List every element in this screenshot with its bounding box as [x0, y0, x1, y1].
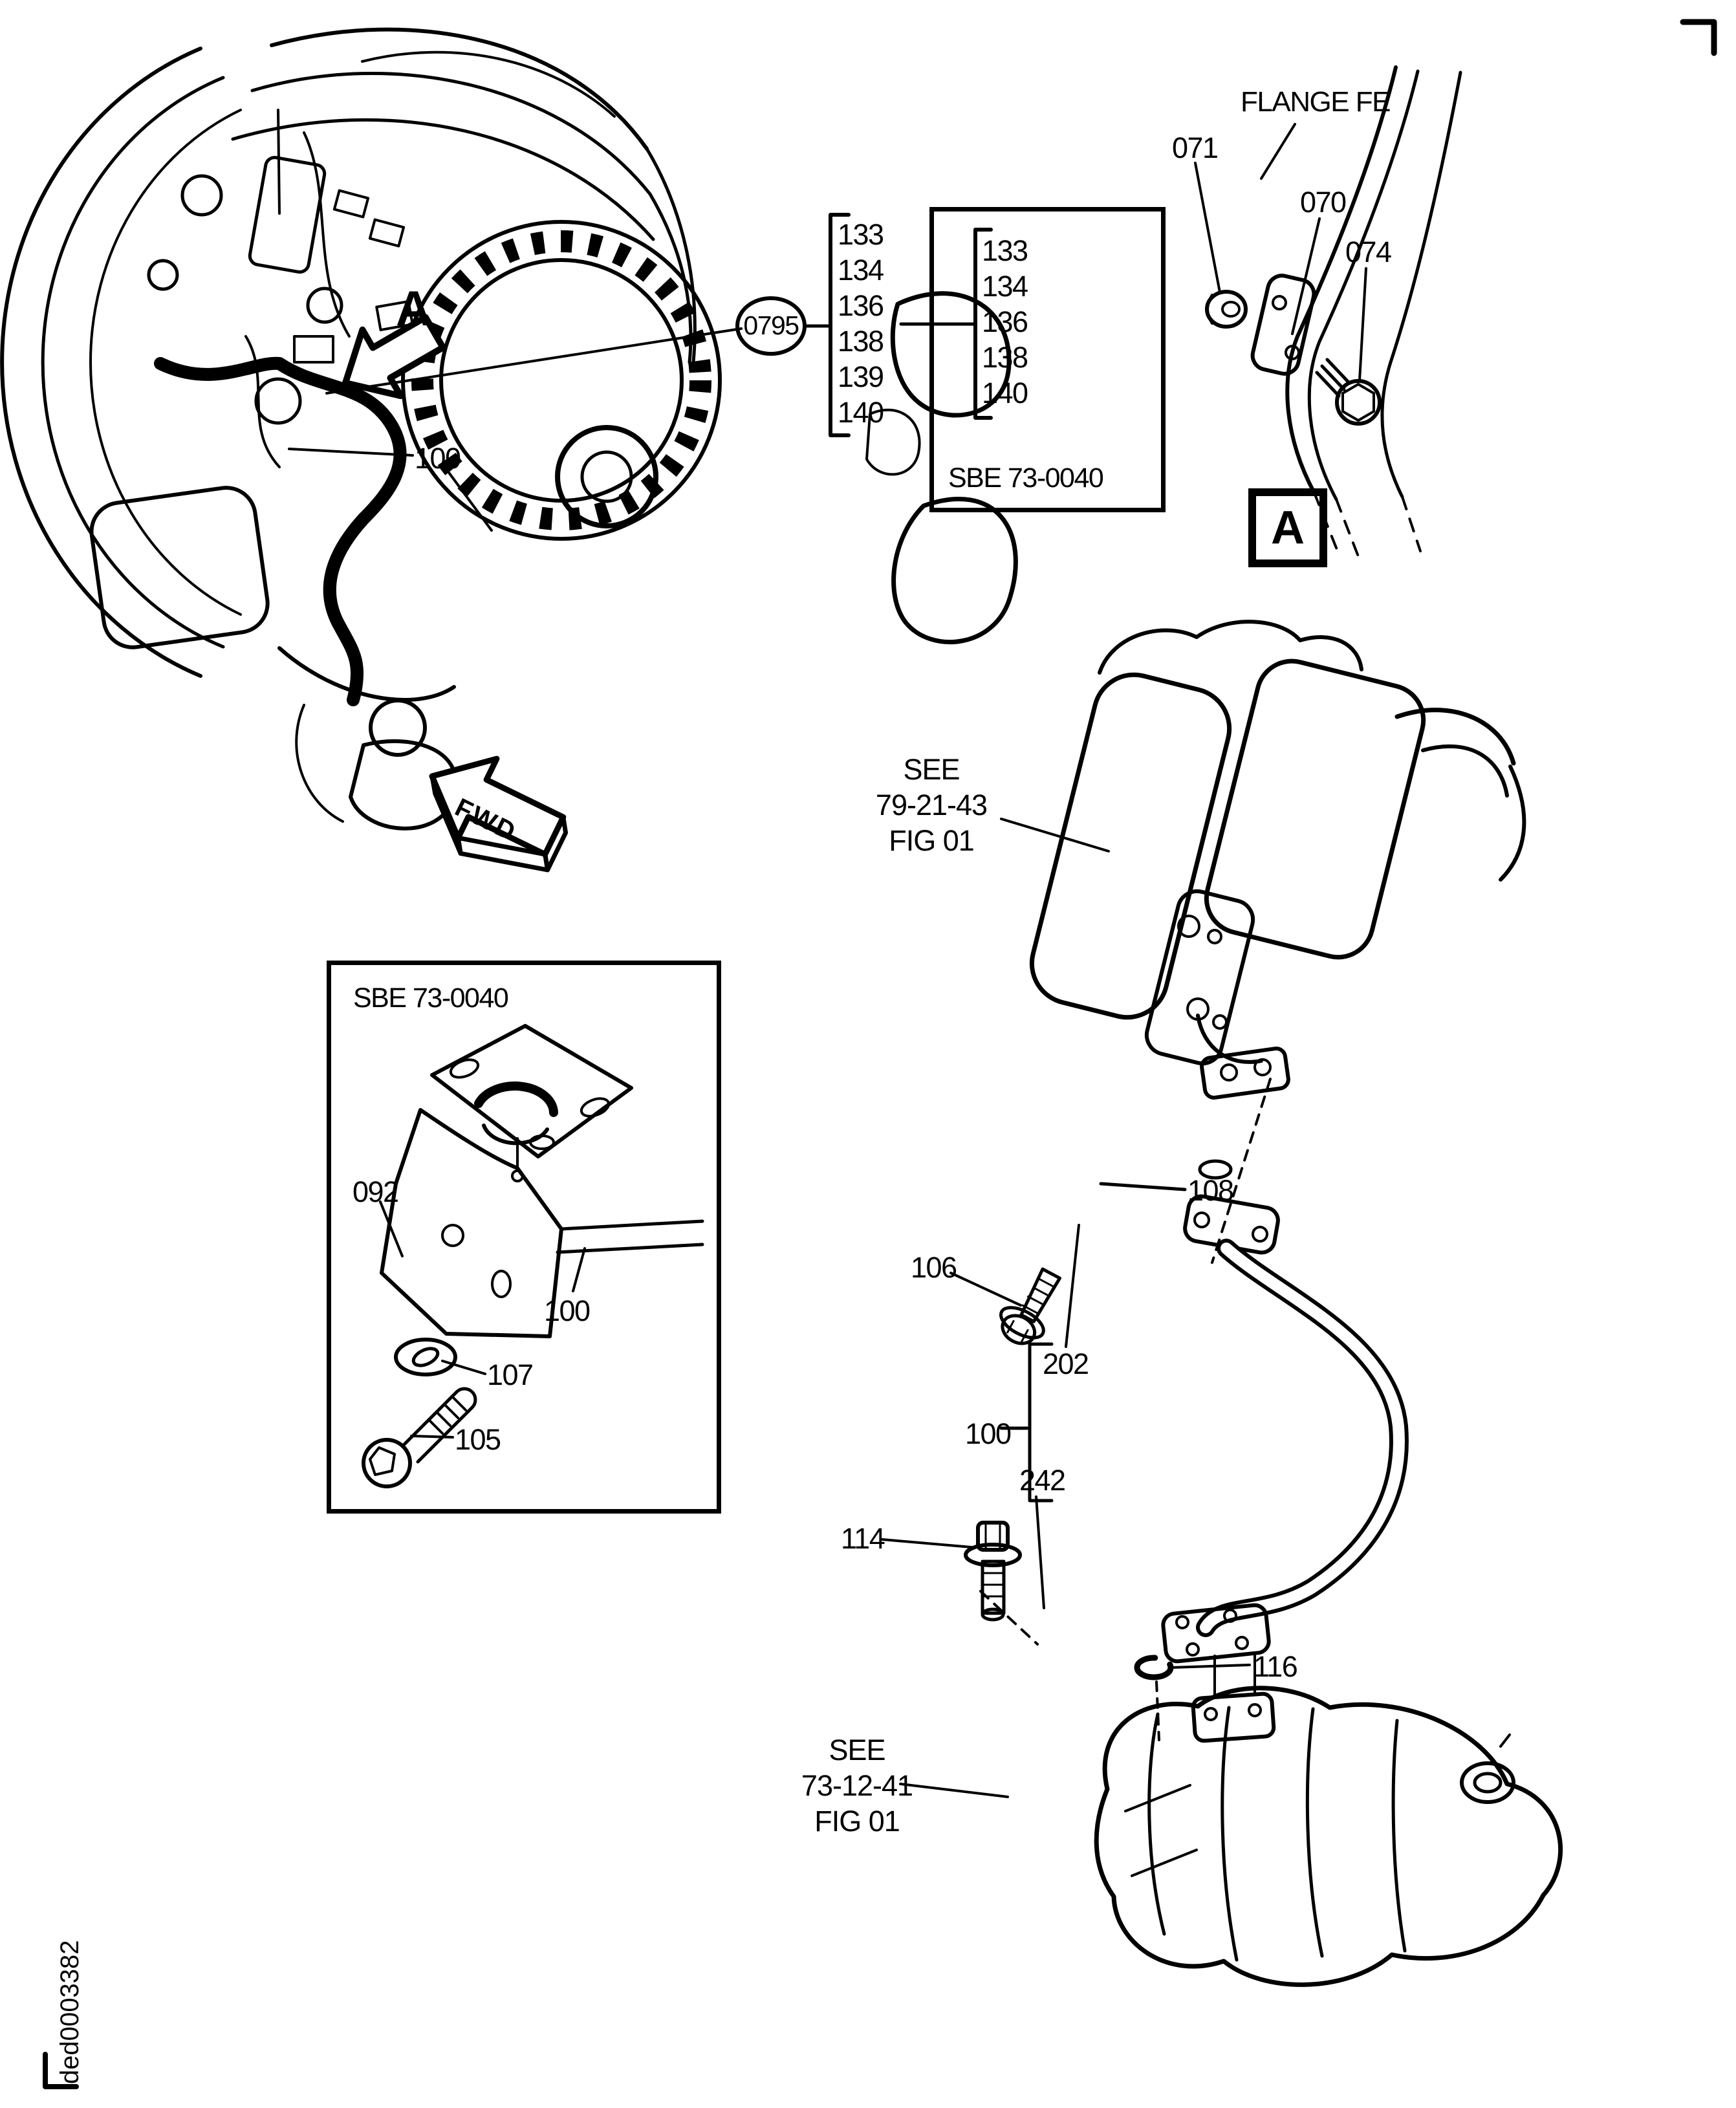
left-box-code: SBE 73-0040	[353, 983, 509, 1014]
inner-list-item: 134	[982, 269, 1028, 303]
bolt-106	[999, 1267, 1061, 1345]
callout-105: 105	[455, 1423, 501, 1456]
washer-107	[394, 1338, 457, 1376]
lower-component-drawing	[899, 1652, 1563, 1987]
snap-ring-116	[1134, 1655, 1174, 1680]
callout-100-engine: 100	[415, 442, 461, 475]
callout-0795-group	[735, 213, 993, 437]
outer-list-item: 139	[838, 360, 884, 393]
ref-lower-line3: FIG 01	[814, 1805, 900, 1838]
leader-0795	[325, 327, 743, 395]
ref-upper-text: SEE 79-21-43 FIG 01	[854, 752, 1009, 858]
callout-108: 108	[1188, 1174, 1234, 1207]
outer-list-item: 136	[838, 288, 884, 322]
bolt-074	[1335, 379, 1382, 426]
inner-list-item: 133	[982, 234, 1028, 267]
detail-a-letter: A	[396, 281, 431, 336]
left-detail-box	[327, 961, 721, 1514]
gasket-108	[1198, 1159, 1233, 1180]
callout-070: 070	[1300, 186, 1347, 219]
top-reference-box	[929, 207, 1166, 512]
ref-upper-line3: FIG 01	[889, 824, 975, 857]
top-box-code: SBE 73-0040	[948, 462, 1104, 494]
support-bracket	[380, 1108, 563, 1338]
bolt-114	[964, 1521, 1022, 1622]
callout-100-bracket: 100	[544, 1294, 591, 1327]
outer-list-item: 140	[838, 395, 884, 429]
fwd-arrow-drawing	[429, 755, 569, 873]
callout-242: 242	[1019, 1464, 1066, 1497]
flange-plate	[1250, 274, 1316, 376]
detail-a-arrow	[342, 314, 446, 399]
outer-list-item: 133	[838, 217, 884, 251]
outer-list-item: 134	[838, 253, 884, 287]
callout-106: 106	[911, 1251, 957, 1284]
leader-ref-upper	[1000, 818, 1110, 853]
leader-ref-lower	[899, 1783, 1009, 1798]
ref-upper-line1: SEE	[903, 753, 960, 786]
ref-lower-line1: SEE	[829, 1733, 885, 1766]
outer-list-bracket	[829, 213, 851, 437]
inner-list-item: 140	[982, 376, 1028, 409]
callout-114: 114	[841, 1522, 885, 1555]
corner-mark-top-right	[1680, 19, 1717, 56]
pipe-bottom-flange	[1161, 1603, 1271, 1664]
corner-mark-bottom-left	[43, 2052, 79, 2089]
detail-a-box-letter: A	[1271, 502, 1305, 554]
flange-fe-heading: FLANGE FE	[1241, 86, 1391, 118]
figure-id-code: ded0003382	[56, 1940, 84, 2084]
oil-pipe-drawing	[881, 1078, 1409, 1741]
callout-202: 202	[1043, 1347, 1089, 1380]
callout-0795: 0795	[743, 310, 799, 340]
callout-092: 092	[353, 1175, 399, 1208]
callout-107: 107	[487, 1358, 534, 1391]
ref-upper-line2: 79-21-43	[875, 788, 988, 821]
bolt-105	[362, 1387, 477, 1488]
outer-list-item: 138	[838, 324, 884, 358]
inner-list-item: 136	[982, 305, 1028, 338]
engine-assembly-drawing	[0, 27, 1018, 831]
bracket-detail-drawing	[362, 1024, 704, 1488]
ref-lower-line2: 73-12-41	[801, 1769, 913, 1802]
callout-100-pipe: 100	[965, 1417, 1012, 1450]
flange-fe-drawing	[1194, 65, 1462, 558]
mount-plate	[430, 1024, 633, 1158]
callout-116: 116	[1253, 1650, 1298, 1683]
leader-100-engine	[288, 448, 414, 457]
ref-lower-text: SEE 73-12-41 FIG 01	[779, 1732, 935, 1839]
outer-part-list: 133 134 136 138 139 140	[838, 217, 884, 430]
inner-list-bracket	[973, 228, 993, 420]
detail-a-box: A	[1248, 488, 1327, 567]
upper-component-drawing	[1000, 620, 1526, 1100]
pipe-callout-bracket	[1028, 1342, 1054, 1503]
inner-list-item: 138	[982, 340, 1028, 374]
callout-071: 071	[1172, 131, 1219, 164]
inner-part-list: 133 134 136 138 140	[982, 233, 1028, 411]
callout-074: 074	[1345, 235, 1392, 268]
o-ring-seal	[474, 1081, 558, 1117]
